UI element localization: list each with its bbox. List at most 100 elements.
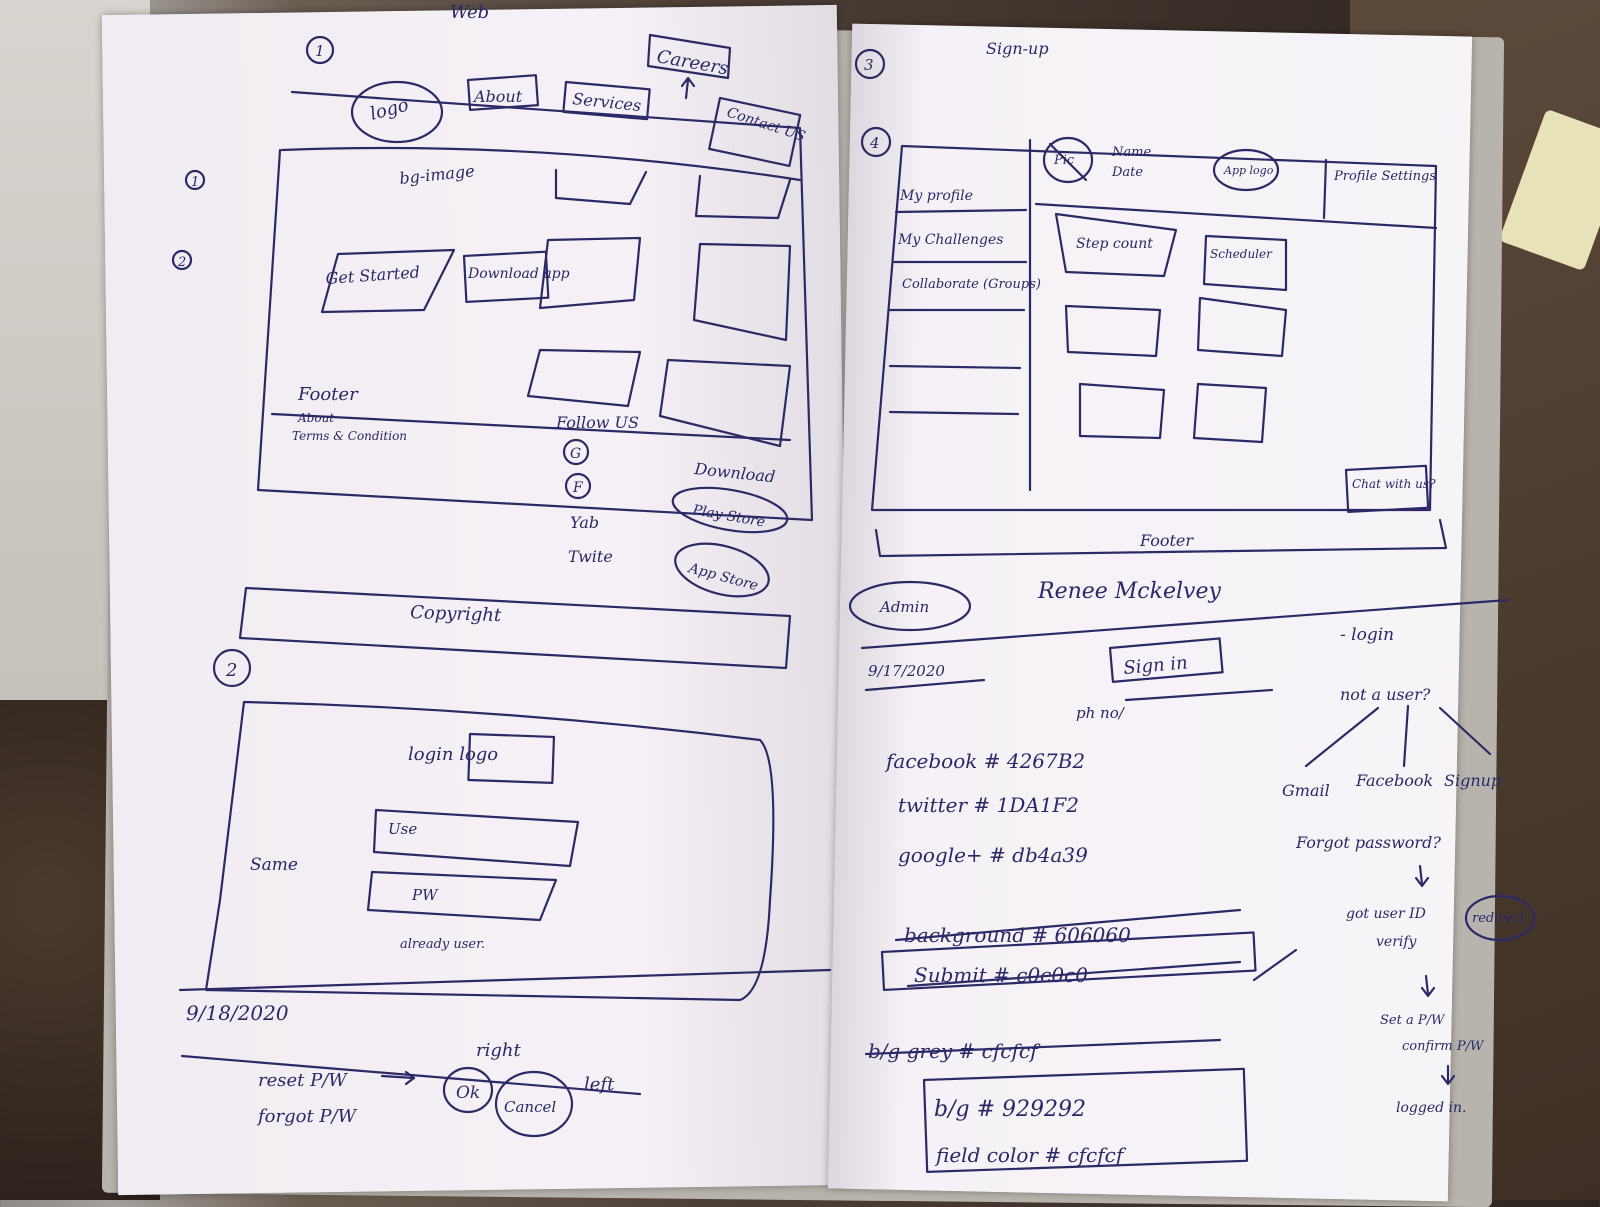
redirect-circle (1464, 894, 1536, 942)
final-colors-box (922, 1067, 1249, 1174)
nav-divider (280, 146, 802, 182)
chat-label: Chat with us? (1352, 477, 1436, 491)
bg-grey-strike (864, 1038, 1222, 1056)
nav-services-label: Services (572, 89, 642, 115)
cancel-circle (494, 1070, 574, 1138)
menu-divider-4 (888, 364, 1022, 370)
background-strike (894, 908, 1242, 942)
avatar-label: Pic (1053, 153, 1075, 168)
avatar-circle (1042, 136, 1094, 184)
got-user-id-label: got user ID (1346, 906, 1426, 922)
footer-about: About (297, 411, 334, 425)
author-name: Renee Mckelvey (1037, 579, 1221, 604)
download-app-label: Download app (467, 266, 570, 282)
forgot-pw-label: forgot P/W (256, 1106, 358, 1127)
cancel-label: Cancel (504, 1098, 556, 1116)
app-store-label: App Store (685, 560, 760, 594)
menu-item-collaborate: Collaborate (Groups) (902, 277, 1041, 292)
login-date: 9/18/2020 (186, 1001, 289, 1025)
follow-g-circle (562, 438, 590, 466)
footer-label: Footer (297, 384, 359, 405)
menu-item-profile: My profile (899, 188, 973, 204)
step-1-circle (305, 35, 335, 65)
nav-services-box (562, 80, 651, 121)
ok-label: Ok (456, 1083, 480, 1103)
dashboard-frame (870, 144, 1438, 512)
admin-circle (848, 580, 972, 632)
footer-divider (270, 412, 792, 442)
signup-option-label: Signup (1444, 771, 1501, 790)
copyright-label: Copyright (410, 602, 502, 626)
verify-label: verify (1376, 934, 1418, 950)
reset-arrow (380, 1070, 416, 1086)
margin-number-2: 2 (177, 255, 186, 270)
left-label: left (584, 1074, 615, 1095)
nav-logo-label: logo (368, 94, 411, 124)
step-count-label: Step count (1076, 236, 1153, 252)
card-3 (538, 236, 642, 310)
phno-underline (1124, 688, 1274, 702)
careers-box (646, 33, 732, 80)
nav-contact-box (708, 96, 802, 168)
scheduler-card (1202, 234, 1288, 292)
forgot-arrow (1414, 864, 1430, 888)
twitter-color: twitter # 1DA1F2 (898, 793, 1079, 817)
right-label: right (476, 1040, 521, 1061)
avatar-strike (1048, 142, 1088, 182)
step-1-number: 1 (315, 42, 325, 60)
download-label: Download (693, 459, 777, 486)
admin-label: Admin (878, 598, 929, 616)
youtube-label: Yab (570, 513, 599, 532)
margin-circle-1 (184, 169, 206, 191)
step-4-number: 4 (869, 134, 880, 152)
set-pw-label: Set a P/W (1380, 1013, 1446, 1028)
submit-check (1252, 948, 1298, 982)
step-2-number: 2 (225, 660, 237, 681)
get-started-button-box (320, 248, 456, 314)
right-date: 9/17/2020 (868, 662, 945, 680)
profile-divider (1322, 158, 1328, 220)
login-logo-box (467, 732, 556, 785)
footer-terms: Terms & Condition (292, 429, 407, 443)
nav-logo-circle (350, 80, 444, 144)
card-r3 (1064, 304, 1162, 358)
background-color: background # 606060 (904, 923, 1131, 947)
ok-circle (442, 1066, 494, 1114)
follow-g-label: G (570, 446, 581, 462)
footer-bar (874, 518, 1448, 558)
step-3-circle (854, 48, 886, 80)
field-color: field color # cfcfcf (934, 1143, 1127, 1167)
card-r6 (1192, 382, 1268, 444)
step-count-card (1054, 212, 1178, 278)
facebook-option-label: Facebook (1355, 771, 1433, 790)
menu-divider-5 (888, 410, 1020, 416)
user-name-label: Name (1111, 145, 1151, 160)
not-a-user-label: not a user? (1340, 685, 1431, 704)
confirm-pw-label: confirm P/W (1402, 1039, 1485, 1054)
verify-arrow (1420, 974, 1436, 998)
card-5 (526, 348, 642, 408)
right-footer-label: Footer (1139, 531, 1194, 550)
confirm-arrow (1440, 1064, 1456, 1086)
app-store-circle (674, 542, 770, 598)
web-label: Web (450, 2, 489, 23)
copyright-bar (238, 586, 792, 670)
logged-in-label: logged in. (1396, 1100, 1466, 1116)
side-label: Same (250, 855, 298, 875)
card-r4 (1196, 296, 1288, 358)
login-label: - login (1340, 625, 1394, 645)
card-4 (692, 242, 792, 342)
already-user-label: already user. (400, 937, 485, 952)
user-field-label: Use (388, 820, 417, 838)
redirect-label: redirect (1472, 911, 1526, 926)
password-field[interactable] (366, 870, 558, 922)
play-store-circle (671, 486, 789, 534)
follow-f-label: F (572, 480, 584, 496)
nav-about-label: About (472, 87, 523, 106)
dashboard-header-divider (1034, 202, 1438, 230)
sign-in-box (1108, 637, 1224, 683)
menu-item-challenges: My Challenges (897, 232, 1003, 248)
user-field[interactable] (372, 808, 580, 868)
forgot-password-label: Forgot password? (1295, 833, 1441, 852)
